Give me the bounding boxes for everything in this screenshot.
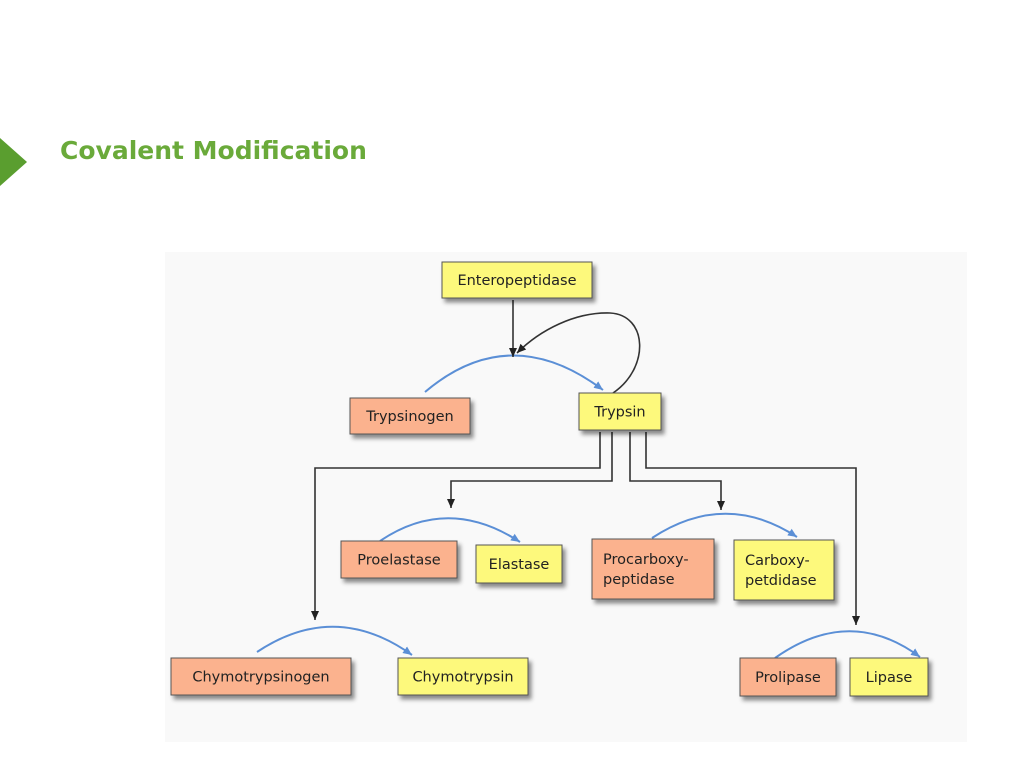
node-proelastase: Proelastase: [340, 540, 458, 579]
activation-arc-prolipase-to-lipase: [774, 630, 921, 659]
node-trypsinogen: Trypsinogen: [349, 397, 471, 435]
node-box-procarboxypeptidase: [591, 538, 715, 600]
node-box-proelastase: [340, 540, 458, 579]
activation-arc-trypsinogen-to-trypsin: [424, 354, 604, 393]
node-label-procarboxypeptidase-line-2: peptidase: [603, 572, 675, 588]
trypsin-to-chymotrypsinogen-line: [311, 432, 601, 620]
trypsin-to-procarboxypeptidase-line: [629, 432, 725, 510]
node-box-lipase: [849, 657, 929, 697]
trypsin-to-prolipase-line: [645, 432, 860, 625]
node-box-prolipase: [739, 657, 837, 697]
slide-title: Covalent Modification: [60, 136, 367, 165]
node-procarboxypeptidase: Procarboxy-peptidase: [591, 538, 715, 600]
activation-arc-procarboxypeptidase-to-carboxypeptidase: [651, 512, 798, 539]
node-label-carboxypeptidase-line-2: petdidase: [745, 573, 817, 589]
node-chymotrypsin: Chymotrypsin: [397, 657, 529, 696]
node-box-trypsinogen: [349, 397, 471, 435]
node-label-trypsin: Trypsin: [593, 405, 645, 421]
node-enteropeptidase: Enteropeptidase: [441, 261, 593, 299]
slide-bullet-marker: [0, 138, 27, 186]
node-label-prolipase: Prolipase: [755, 670, 821, 686]
node-label-chymotrypsinogen: Chymotrypsinogen: [192, 670, 329, 686]
node-label-enteropeptidase: Enteropeptidase: [457, 273, 576, 289]
node-label-lipase: Lipase: [866, 670, 913, 686]
node-box-trypsin: [578, 392, 662, 431]
node-label-procarboxypeptidase-line-1: Procarboxy-: [603, 552, 689, 568]
node-box-elastase: [475, 544, 563, 584]
node-label-carboxypeptidase-line-1: Carboxy-: [745, 553, 810, 569]
node-label-chymotrypsin: Chymotrypsin: [412, 670, 513, 686]
trypsin-to-proelastase-line: [447, 432, 613, 508]
node-lipase: Lipase: [849, 657, 929, 697]
node-label-proelastase: Proelastase: [357, 553, 441, 569]
trypsin-autocatalysis-loop: [516, 312, 641, 394]
node-chymotrypsinogen: Chymotrypsinogen: [170, 657, 352, 696]
node-carboxypeptidase: Carboxy-petdidase: [733, 539, 835, 601]
node-elastase: Elastase: [475, 544, 563, 584]
node-trypsin: Trypsin: [578, 392, 662, 431]
activation-arc-proelastase-to-elastase: [379, 517, 521, 543]
node-box-chymotrypsinogen: [170, 657, 352, 696]
node-box-enteropeptidase: [441, 261, 593, 299]
node-prolipase: Prolipase: [739, 657, 837, 697]
node-label-trypsinogen: Trypsinogen: [365, 409, 453, 425]
node-box-chymotrypsin: [397, 657, 529, 696]
activation-arc-chymotrypsinogen-to-chymotrypsin: [256, 625, 413, 656]
node-label-elastase: Elastase: [489, 557, 550, 573]
node-box-carboxypeptidase: [733, 539, 835, 601]
